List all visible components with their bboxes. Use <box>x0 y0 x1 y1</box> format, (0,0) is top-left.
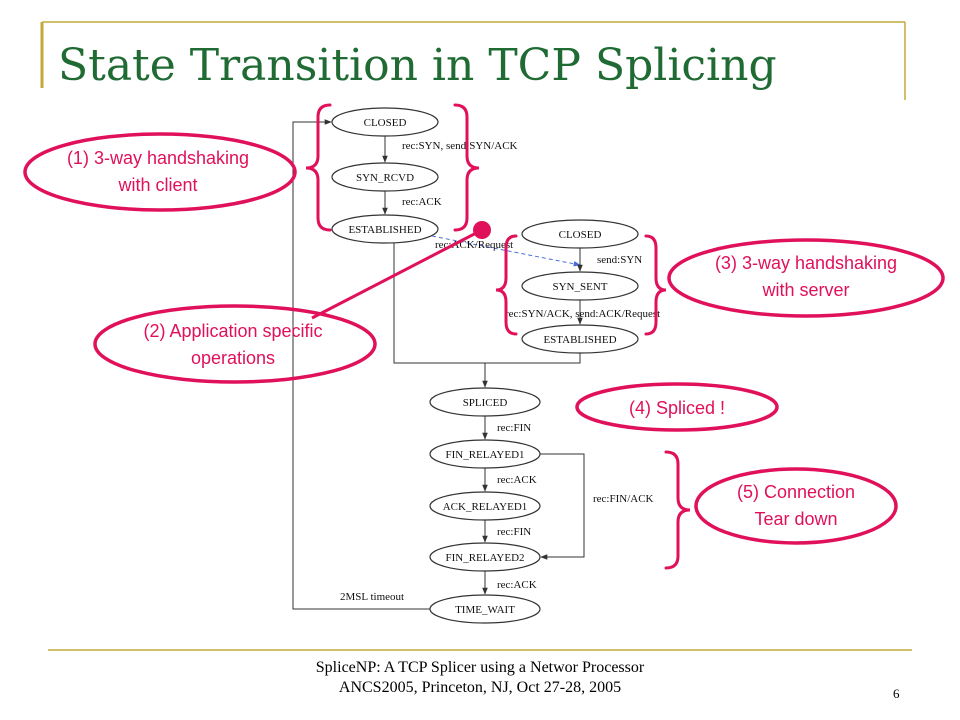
slide-title: State Transition in TCP Splicing <box>58 40 777 91</box>
edge-label-rec-fin-1: rec:FIN <box>497 422 531 434</box>
brace-server-right <box>644 234 667 336</box>
slide-footer: SpliceNP: A TCP Splicer using a Networ P… <box>200 658 760 698</box>
edge-label-rec-syn: rec:SYN, send:SYN/ACK <box>402 140 518 152</box>
edge-timewait-to-closed <box>292 119 430 610</box>
edge-label-rec-ack-1: rec:ACK <box>402 196 442 208</box>
annotation-1-line2: with client <box>117 175 197 195</box>
annotation-4-oval <box>575 382 779 432</box>
edge-label-rec-ack-3: rec:ACK <box>497 579 537 591</box>
annotation-1-line1: (1) 3-way handshaking <box>67 148 249 168</box>
brace-server-left <box>495 234 518 336</box>
transitions <box>292 119 585 610</box>
state-syn-sent-label: SYN_SENT <box>552 281 607 293</box>
edge-label-2msl-timeout: 2MSL timeout <box>340 591 404 603</box>
edge-fin1-to-fin2-bypass <box>540 453 585 560</box>
state-spliced-label: SPLICED <box>463 397 508 409</box>
edge-label-rec-finack: rec:FIN/ACK <box>593 493 654 505</box>
annotation-4-text: (4) Spliced ! <box>629 398 725 418</box>
pointer-dot <box>473 221 491 239</box>
brace-client-right <box>453 103 480 232</box>
page-number: 6 <box>893 686 900 701</box>
edge-label-rec-ack-request: rec:ACK/Request <box>435 239 513 251</box>
transition-labels: rec:SYN, send:SYN/ACK rec:ACK rec:ACK/Re… <box>340 140 660 603</box>
state-ack-relayed1-label: ACK_RELAYED1 <box>443 501 528 513</box>
annotation-3-line1: (3) 3-way handshaking <box>715 253 897 273</box>
annotation-2-oval <box>93 304 377 384</box>
footer-line-2: ANCS2005, Princeton, NJ, Oct 27-28, 2005 <box>338 679 622 696</box>
annotation-2-line1: (2) Application specific <box>143 321 322 341</box>
state-fin-relayed2-label: FIN_RELAYED2 <box>445 552 524 564</box>
state-nodes: CLOSED SYN_RCVD ESTABLISHED CLOSED SYN_S… <box>331 107 639 624</box>
footer-line-1: SpliceNP: A TCP Splicer using a Networ P… <box>315 659 645 676</box>
edge-client-merge <box>393 243 485 364</box>
annotation-braces <box>305 103 691 570</box>
edge-label-rec-ack-2: rec:ACK <box>497 474 537 486</box>
state-established-client <box>331 214 439 244</box>
edge-label-rec-synack: rec:SYN/ACK, send:ACK/Request <box>505 308 660 320</box>
state-fin-relayed1-label: FIN_RELAYED1 <box>445 449 524 461</box>
state-closed-client-label: CLOSED <box>364 117 407 129</box>
edge-server-merge <box>485 353 581 364</box>
annotation-5-line2: Tear down <box>754 509 837 529</box>
state-closed-server-label: CLOSED <box>559 229 602 241</box>
state-time-wait-label: TIME_WAIT <box>455 604 515 616</box>
brace-client-left <box>305 103 332 232</box>
edge-label-send-syn: send:SYN <box>597 254 642 266</box>
state-established-client-label: ESTABLISHED <box>348 224 421 236</box>
annotation-5-oval <box>694 467 898 545</box>
brace-teardown <box>664 450 691 570</box>
pointer-line <box>311 228 483 320</box>
annotation-3-oval <box>667 238 945 318</box>
annotation-5-line1: (5) Connection <box>737 482 855 502</box>
annotation-3-line2: with server <box>761 280 849 300</box>
state-established-server-label: ESTABLISHED <box>543 334 616 346</box>
annotations: (1) 3-way handshaking with client (2) Ap… <box>23 132 945 545</box>
annotation-1-oval <box>23 132 297 212</box>
edge-label-rec-fin-2: rec:FIN <box>497 526 531 538</box>
app-specific-pointer <box>311 221 491 320</box>
state-syn-rcvd-label: SYN_RCVD <box>356 172 414 184</box>
slide-frame <box>40 21 912 651</box>
annotation-2-line2: operations <box>191 348 275 368</box>
